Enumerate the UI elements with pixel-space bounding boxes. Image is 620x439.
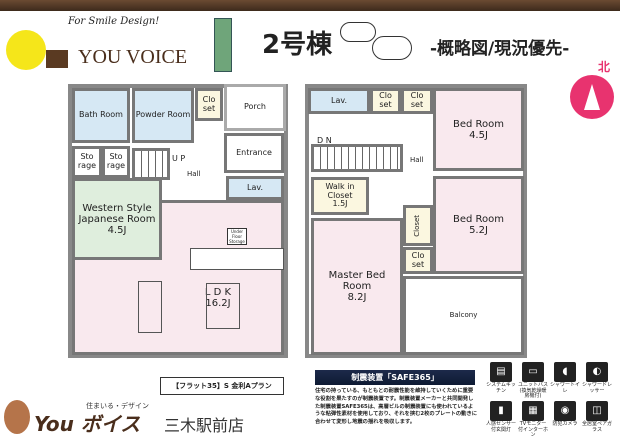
north-label: 北 bbox=[598, 60, 611, 74]
feature-label: ユニットバス(換気乾燥暖房機付) bbox=[518, 382, 549, 399]
camera-icon: ◉ bbox=[554, 401, 576, 421]
cloud-icon bbox=[372, 36, 412, 60]
master-label: Master Bed Room bbox=[328, 270, 386, 292]
closet-2f-2: Clo set bbox=[401, 88, 433, 114]
intercom-icon: ▦ bbox=[522, 401, 544, 421]
owl-logo-icon bbox=[4, 400, 30, 434]
closet-tall-label: Closet bbox=[413, 214, 422, 237]
feature-pair-glass: ◫全居室ペアガラス bbox=[582, 401, 612, 433]
storage-1: Sto rage bbox=[72, 146, 102, 178]
feature-shower-dresser: ◐シャワードレッサー bbox=[582, 362, 612, 394]
feature-sensor-light: ▮人感センサー付玄関灯 bbox=[486, 401, 516, 433]
balcony: Balcony bbox=[403, 276, 524, 355]
master-size: 8.2J bbox=[347, 292, 367, 303]
underfloor-storage: Under Floor Storage bbox=[227, 228, 247, 245]
lavatory-1f: Lav. bbox=[226, 176, 284, 200]
closet-2f-1: Clo set bbox=[370, 88, 401, 114]
tagline: For Smile Design! bbox=[68, 16, 160, 27]
footer-logo: You ボイス bbox=[34, 412, 141, 436]
room-bath: Bath Room bbox=[72, 88, 130, 143]
room-powder: Powder Room bbox=[132, 88, 194, 143]
smiley-logo-icon bbox=[6, 30, 46, 70]
japanese-size: 4.5J bbox=[107, 224, 127, 236]
toilet-icon: ◖ bbox=[554, 362, 576, 382]
feature-label: システムキッチン bbox=[486, 382, 516, 394]
top-wood-bar bbox=[0, 0, 620, 11]
dresser-icon: ◐ bbox=[586, 362, 608, 382]
house-icon bbox=[46, 50, 68, 68]
bath-icon: ▭ bbox=[522, 362, 544, 382]
store-name: 三木駅前店 bbox=[164, 416, 245, 435]
sensor-light-icon: ▮ bbox=[490, 401, 512, 421]
stairs-down bbox=[311, 144, 403, 172]
lavatory-2f: Lav. bbox=[308, 88, 370, 114]
building-number: 2号棟 bbox=[262, 30, 333, 60]
feature-system-kitchen: ▤システムキッチン bbox=[486, 362, 516, 394]
ldk-label: L D K bbox=[204, 286, 232, 298]
plan-badge: 【フラット35】S 金利Aプラン bbox=[160, 377, 284, 395]
safe-title: 制震装置「SAFE365」 bbox=[315, 370, 475, 385]
ldk-size: 16.2J bbox=[205, 297, 231, 309]
feature-label: 全居室ペアガラス bbox=[582, 421, 613, 433]
feature-shower-toilet: ◖シャワートイレ bbox=[550, 362, 580, 394]
hall-2f: Hall bbox=[410, 156, 424, 164]
bed2-label: Bed Room bbox=[452, 214, 504, 225]
north-arrow-icon bbox=[570, 75, 614, 119]
feature-label: 人感センサー付玄関灯 bbox=[486, 421, 517, 433]
dn-label: D N bbox=[317, 136, 332, 145]
porch: Porch bbox=[224, 84, 286, 131]
brand-name: YOU VOICE bbox=[78, 46, 188, 68]
dining-table bbox=[206, 283, 240, 329]
door-icon bbox=[214, 18, 232, 72]
kitchen-counter bbox=[190, 248, 284, 270]
japanese-label: Western Style Japanese Room bbox=[78, 202, 156, 225]
feature-label: 防犯カメラ bbox=[552, 421, 578, 427]
footer-small: 住まいる・デザイン bbox=[86, 402, 149, 410]
closet-1f: Clo set bbox=[195, 88, 223, 121]
hall-1f: Hall bbox=[187, 170, 201, 178]
safe-description: 住宅の持っている、もともとの耐震性能を維持していくために重要な役割を果たすのが制… bbox=[315, 388, 478, 426]
bed1-size: 4.5J bbox=[469, 129, 488, 141]
feature-label: シャワードレッサー bbox=[582, 382, 613, 394]
cloud-icon bbox=[340, 22, 376, 42]
closet-2f-4: Clo set bbox=[403, 247, 433, 274]
window-icon: ◫ bbox=[586, 401, 608, 421]
up-label: U P bbox=[172, 154, 186, 163]
walkin-size: 1.5J bbox=[332, 199, 348, 209]
stairs-up bbox=[132, 148, 170, 180]
kitchen-icon: ▤ bbox=[490, 362, 512, 382]
feature-unit-bath: ▭ユニットバス(換気乾燥暖房機付) bbox=[518, 362, 548, 400]
closet-2f-tall: Closet bbox=[403, 205, 433, 246]
feature-label: シャワートイレ bbox=[550, 382, 581, 394]
feature-security-camera: ◉防犯カメラ bbox=[550, 401, 580, 428]
bed1-label: Bed Room bbox=[452, 118, 504, 130]
storage-2: Sto rage bbox=[102, 146, 130, 178]
feature-tv-intercom: ▦TVモニター付インターホン bbox=[518, 401, 548, 439]
walkin-label: Walk in Closet bbox=[325, 181, 355, 200]
sofa bbox=[138, 281, 162, 333]
bed2-size: 5.2J bbox=[469, 225, 488, 236]
subtitle: -概略図/現況優先- bbox=[430, 39, 570, 59]
feature-label: TVモニター付インターホン bbox=[518, 421, 549, 438]
entrance: Entrance bbox=[224, 133, 284, 173]
